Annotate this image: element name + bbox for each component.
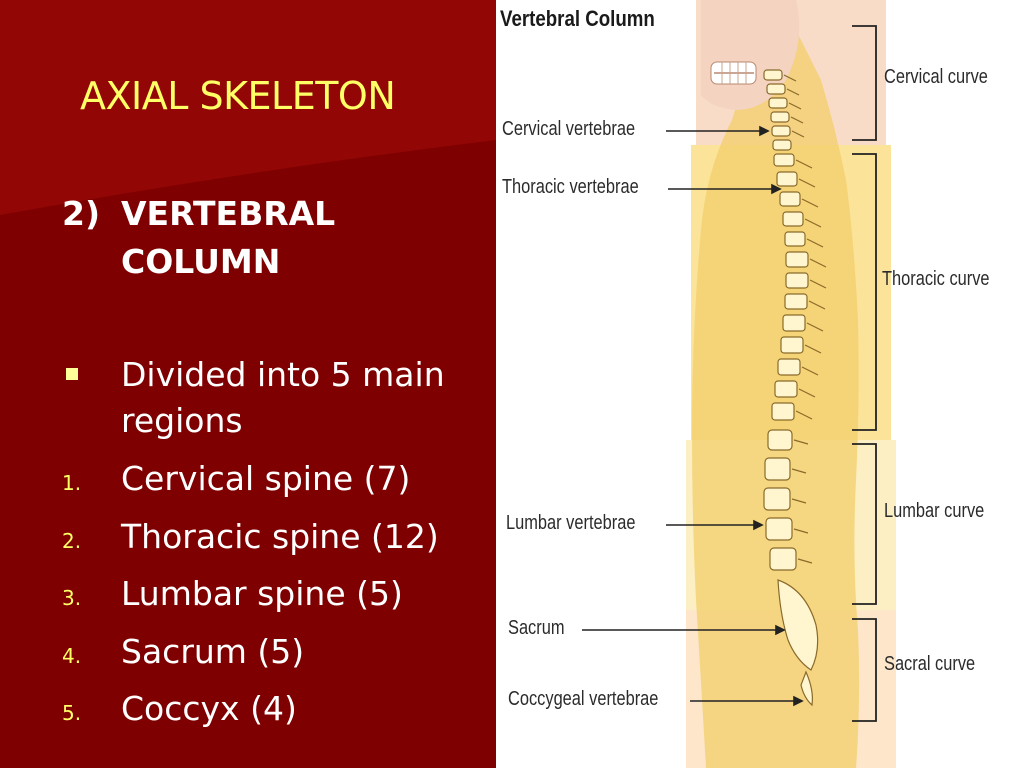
vertebral-column-figure: Vertebral Column Cervical vertebrae Thor… [496, 0, 1024, 768]
list-marker: 1. [62, 471, 82, 495]
label-cervical-curve: Cervical curve [884, 66, 988, 88]
heading-line-1: VERTEBRAL [121, 194, 336, 233]
list-marker: 5. [62, 701, 82, 725]
bullet-item: Divided into 5 main regions [62, 352, 492, 444]
list-item: 5. Coccyx (4) [62, 686, 492, 744]
list-item: 4. Sacrum (5) [62, 629, 492, 687]
list-item: 1. Cervical spine (7) [62, 456, 492, 514]
list-item-text: Sacrum (5) [121, 631, 305, 671]
regions-list: 1. Cervical spine (7) 2. Thoracic spine (1… [62, 456, 492, 744]
list-marker: 3. [62, 586, 82, 610]
label-lumbar-curve: Lumbar curve [884, 500, 985, 522]
spine-illustration [582, 0, 896, 768]
label-sacrum: Sacrum [508, 617, 565, 639]
list-item-text: Coccyx (4) [121, 689, 297, 728]
label-thoracic-curve: Thoracic curve [882, 268, 990, 290]
heading-line-2: COLUMN [121, 242, 281, 281]
label-sacral-curve: Sacral curve [884, 653, 976, 675]
list-item: 2. Thoracic spine (12) [62, 514, 492, 572]
list-item-text: Lumbar spine (5) [121, 574, 403, 613]
section-heading: 2) VERTEBRAL COLUMN [62, 190, 482, 286]
list-item: 3. Lumbar spine (5) [62, 571, 492, 629]
label-lumbar-vertebrae: Lumbar vertebrae [506, 512, 636, 534]
list-marker: 2. [62, 528, 82, 553]
label-cervical-vertebrae: Cervical vertebrae [502, 118, 636, 140]
list-item-text: Thoracic spine (12) [121, 516, 439, 556]
square-bullet-icon [66, 368, 78, 380]
bullet-text: Divided into 5 main regions [121, 355, 445, 440]
label-coccygeal-vertebrae: Coccygeal vertebrae [508, 688, 659, 710]
figure-title: Vertebral Column [500, 6, 655, 31]
list-marker: 4. [62, 643, 82, 668]
list-item-text: Cervical spine (7) [121, 459, 411, 498]
slide-title: AXIAL SKELETON [80, 74, 396, 118]
label-thoracic-vertebrae: Thoracic vertebrae [502, 176, 639, 198]
heading-number: 2) [62, 194, 101, 233]
